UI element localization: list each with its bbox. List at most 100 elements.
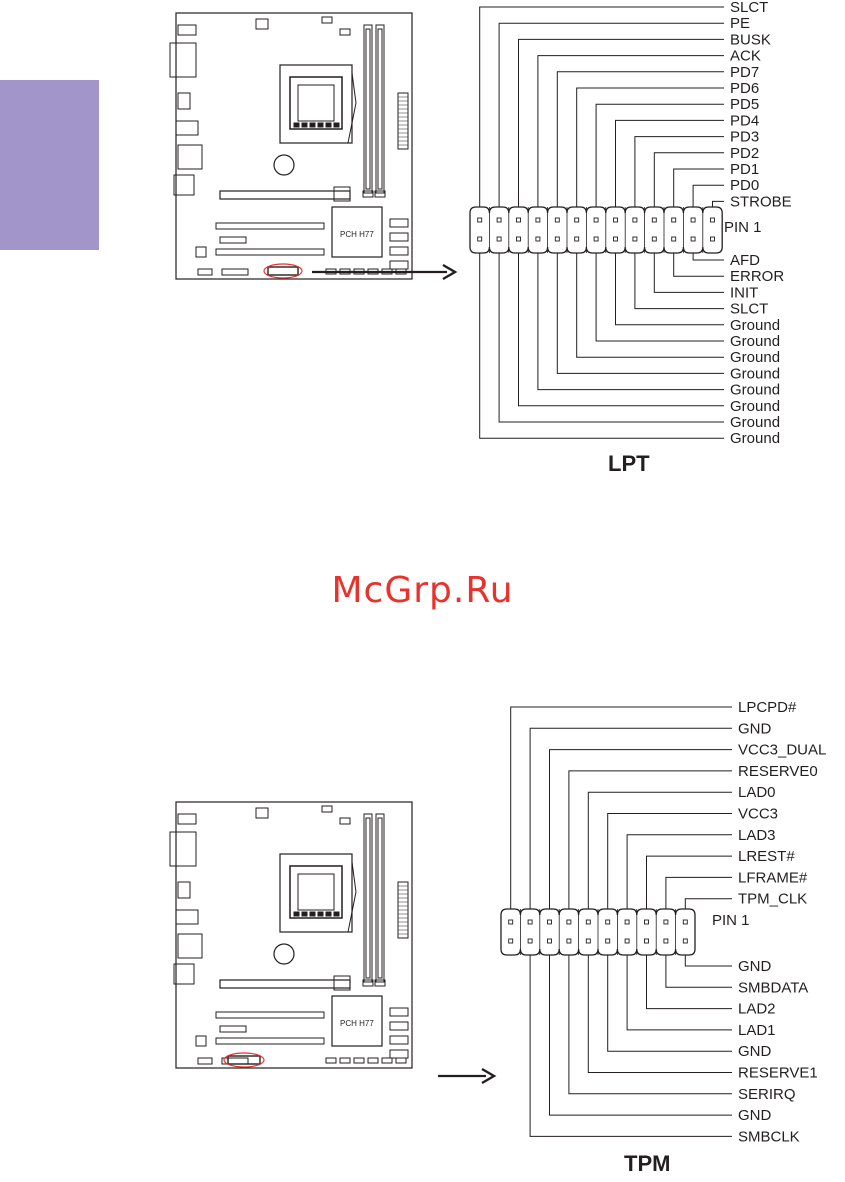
tpm-top-label: RESERVE0 bbox=[738, 763, 818, 780]
lpt-top-leader bbox=[499, 23, 724, 207]
lpt-pin-bottom bbox=[614, 237, 618, 241]
lpt-pin-top bbox=[478, 218, 482, 222]
tpm-title: TPM bbox=[624, 1151, 670, 1176]
header-sys-fan bbox=[340, 818, 350, 824]
lpt-pin-top bbox=[614, 218, 618, 222]
tpm-pin-bottom bbox=[606, 939, 610, 943]
tpm-pin-top bbox=[606, 920, 610, 924]
lpt-bottom-label: Ground bbox=[730, 333, 780, 350]
lpt-pin-top bbox=[594, 218, 598, 222]
tpm-top-label: VCC3 bbox=[738, 806, 778, 823]
highlighted-connector bbox=[268, 267, 298, 275]
lpt-bottom-leader bbox=[674, 253, 724, 276]
lpt-pin-bottom bbox=[517, 237, 521, 241]
lpt-top-label: ACK bbox=[730, 48, 761, 65]
watermark: McGrp.Ru bbox=[0, 570, 845, 611]
tpm-pin-top bbox=[645, 920, 649, 924]
lpt-top-label: PD5 bbox=[730, 96, 759, 113]
lpt-bottom-label: SLCT bbox=[730, 301, 768, 318]
lpt-bottom-label: Ground bbox=[730, 317, 780, 334]
lpt-pin-bottom bbox=[672, 237, 676, 241]
sata-port bbox=[390, 261, 408, 269]
tpm-pin-top bbox=[683, 920, 687, 924]
socket-pin-block bbox=[334, 912, 339, 916]
tpm-bottom-leader bbox=[588, 955, 732, 1073]
pcie-small-slot bbox=[220, 237, 246, 243]
bottom-header bbox=[382, 1058, 392, 1063]
lpt-bottom-label: INIT bbox=[730, 284, 758, 301]
sata-port bbox=[390, 1050, 408, 1058]
socket-pin-block bbox=[302, 123, 307, 127]
tpm-top-label: LREST# bbox=[738, 848, 795, 865]
cpu-socket-inner bbox=[298, 874, 334, 910]
tpm-pin-top bbox=[567, 920, 571, 924]
lpt-pin-top bbox=[652, 218, 656, 222]
lpt-bottom-leader bbox=[577, 253, 724, 357]
header-cpu-power bbox=[256, 808, 268, 818]
pcie-small-slot bbox=[220, 1026, 246, 1032]
bottom-header bbox=[222, 269, 248, 275]
tpm-bottom-leader bbox=[550, 955, 733, 1115]
lpt-top-leader bbox=[538, 56, 724, 207]
cmos-battery bbox=[274, 155, 294, 175]
io-port-lan bbox=[176, 910, 198, 924]
tpm-top-leader bbox=[588, 792, 732, 909]
tpm-bottom-label: LAD2 bbox=[738, 1001, 776, 1018]
socket-lever bbox=[352, 862, 356, 892]
tpm-top-leader bbox=[511, 707, 732, 909]
lpt-top-label: PD6 bbox=[730, 80, 759, 97]
lpt-bottom-leader bbox=[654, 253, 724, 292]
tpm-pin-bottom bbox=[664, 939, 668, 943]
tpm-top-label: LAD0 bbox=[738, 784, 776, 801]
lpt-bottom-label: ERROR bbox=[730, 268, 784, 285]
tpm-bottom-label: SERIRQ bbox=[738, 1086, 796, 1103]
lpt-bottom-leader bbox=[635, 253, 724, 309]
dimm-slot bbox=[364, 814, 372, 982]
lpt-bottom-label: Ground bbox=[730, 430, 780, 447]
sata-port bbox=[390, 1008, 408, 1016]
lpt-bottom-label: Ground bbox=[730, 414, 780, 431]
tpm-pin-top bbox=[548, 920, 552, 924]
lpt-bottom-label: Ground bbox=[730, 382, 780, 399]
lpt-top-label: STROBE bbox=[730, 193, 792, 210]
tpm-bottom-label: SMBCLK bbox=[738, 1128, 800, 1145]
lpt-top-label: PE bbox=[730, 15, 750, 32]
tpm-top-label: TPM_CLK bbox=[738, 891, 807, 908]
tpm-pin-top bbox=[528, 920, 532, 924]
lpt-pin-bottom bbox=[633, 237, 637, 241]
lpt-pin-top bbox=[672, 218, 676, 222]
pcie-x16-slot bbox=[220, 191, 350, 199]
lpt-pin-bottom bbox=[575, 237, 579, 241]
lpt-top-leader bbox=[557, 72, 724, 207]
header-cpu-power bbox=[256, 19, 268, 29]
socket-pin-block bbox=[334, 123, 339, 127]
lpt-bottom-label: AFD bbox=[730, 252, 760, 269]
socket-pin-block bbox=[326, 912, 331, 916]
tpm-pin-bottom bbox=[548, 939, 552, 943]
tpm-pin-top bbox=[625, 920, 629, 924]
tpm-pin-bottom bbox=[625, 939, 629, 943]
io-port-ps2 bbox=[178, 25, 196, 35]
lpt-top-label: PD7 bbox=[730, 64, 759, 81]
tpm-pin-bottom bbox=[509, 939, 513, 943]
tpm-bottom-label: LAD1 bbox=[738, 1022, 776, 1039]
lpt-pin-bottom bbox=[711, 237, 715, 241]
dimm-slot-inner bbox=[366, 29, 370, 189]
lpt-top-label: PD0 bbox=[730, 177, 759, 194]
lpt-bottom-leader bbox=[693, 253, 724, 260]
tpm-pin1-label: PIN 1 bbox=[712, 912, 750, 929]
lpt-top-leader bbox=[577, 88, 724, 207]
lpt-pin-top bbox=[555, 218, 559, 222]
lpt-bottom-leader bbox=[538, 253, 724, 390]
tpm-bottom-leader bbox=[647, 955, 733, 1009]
tpm-bottom-label: SMBDATA bbox=[738, 979, 808, 996]
tpm-top-leader bbox=[569, 771, 732, 909]
tpm-bottom-leader bbox=[530, 955, 732, 1136]
tpm-top-leader bbox=[627, 835, 732, 909]
socket-lever bbox=[352, 73, 356, 103]
io-port-audio bbox=[174, 175, 194, 195]
socket-pin-block bbox=[310, 123, 315, 127]
tpm-top-leader bbox=[608, 814, 732, 910]
lpt-pin-bottom bbox=[497, 237, 501, 241]
